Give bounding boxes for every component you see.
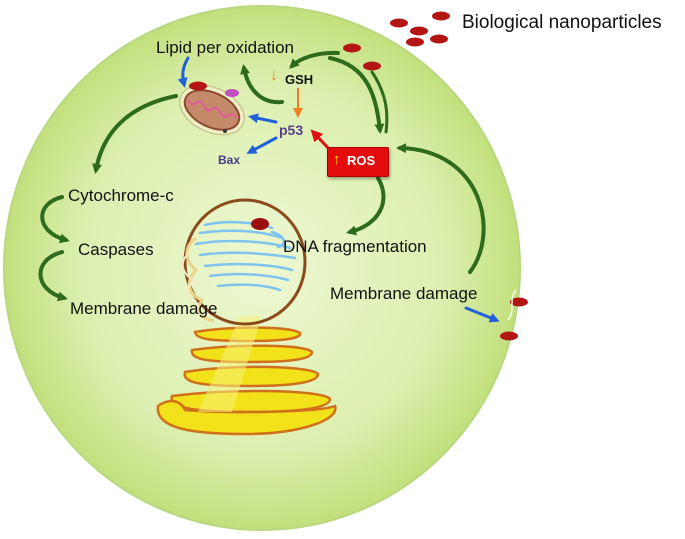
nanoparticle [410,26,428,36]
label-lipid-peroxidation: Lipid per oxidation [156,38,294,57]
arrow-np-to-membrane [328,56,385,134]
label-gsh: GSH [285,72,314,87]
membrane-wisps [507,287,533,343]
pathway-arrows [38,50,486,302]
arrow-p53-to-mito [248,113,278,124]
nanoparticle [343,43,361,53]
nanoparticle [363,61,381,71]
nucleolus [251,218,269,230]
arrow-cyto-to-casp [40,195,70,244]
arrow-membrane-out [464,306,500,323]
nanoparticle [430,34,448,44]
nanoparticle [500,331,518,341]
arrow-edge-to-ros [370,70,389,134]
label-cytochrome-c: Cytochrome-c [68,186,174,205]
nanoparticle [390,18,408,28]
label-membrane-damage-left: Membrane damage [70,299,218,318]
arrow-np-to-gsh [289,50,340,69]
arrow-membrane-curve [396,143,486,274]
label-ros: ROS [347,153,376,168]
nanoparticles [189,11,528,341]
arrow-mito-to-cyto [92,94,178,174]
label-bax: Bax [218,153,241,167]
nanoparticle [432,11,450,21]
down-arrow-icon: ↓ [270,67,278,84]
arrow-p53-to-bax [246,136,278,154]
blue-arrows [177,56,500,323]
golgi-highlight [198,316,262,412]
mitochondrion [179,84,245,136]
nucleus [183,198,307,326]
nanoparticle [510,297,528,307]
label-dna-fragmentation: DNA fragmentation [283,237,427,256]
arrow-casp-to-membrane [38,250,68,302]
arrow-gsh-to-lipid [240,64,284,105]
label-membrane-damage-right: Membrane damage [330,284,478,303]
er-curve-2 [181,251,201,309]
legend-title: Biological nanoparticles [462,12,662,33]
label-caspases: Caspases [78,240,154,259]
arrow-lipid-to-mito [177,56,190,88]
dna-strands [194,220,297,292]
label-p53: p53 [279,122,304,138]
arrow-ros-to-dna [346,176,386,236]
nanoparticle [189,81,207,91]
up-arrow-icon: ↑ [333,151,341,168]
ros-box [327,147,389,177]
cell-body [3,5,521,531]
nanoparticle [406,37,424,47]
